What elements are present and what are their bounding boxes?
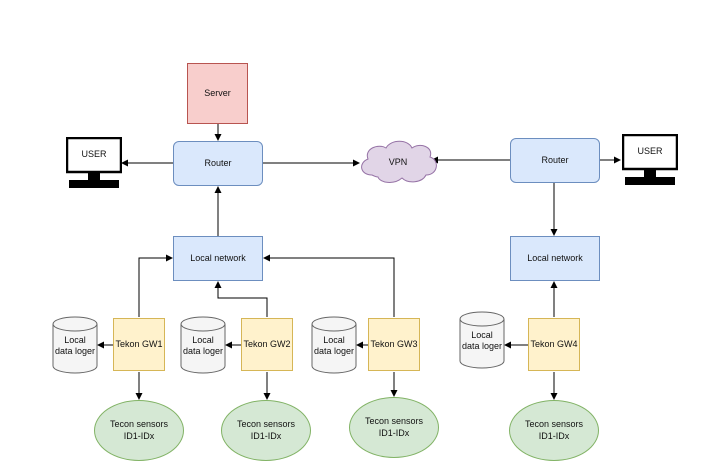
user-left-label: USER bbox=[81, 149, 107, 159]
data-logger-4: Local data loger bbox=[459, 311, 505, 369]
sensors-3-label: Tecon sensors ID1-IDx bbox=[364, 416, 424, 438]
monitor-icon bbox=[65, 136, 123, 188]
router-left: Router bbox=[173, 141, 263, 186]
data-logger-2: Local data loger bbox=[180, 316, 226, 374]
edge-gw1-lan bbox=[138, 254, 173, 317]
cylinder-icon bbox=[52, 316, 98, 374]
local-network-right: Local network bbox=[510, 236, 600, 281]
sensors-4-label: Tecon sensors ID1-IDx bbox=[524, 419, 584, 441]
data-logger-4-label: Local data loger bbox=[461, 330, 503, 352]
user-right-monitor: USER bbox=[621, 133, 679, 187]
router-left-label: Router bbox=[204, 157, 232, 168]
sensors-1: Tecon sensors ID1-IDx bbox=[94, 400, 184, 461]
cloud-icon bbox=[361, 140, 437, 183]
gateway-gw2: Tekon GW2 bbox=[241, 318, 293, 371]
data-logger-2-label: Local data loger bbox=[182, 335, 224, 357]
data-logger-1: Local data loger bbox=[52, 316, 98, 374]
data-logger-1-label: Local data loger bbox=[54, 335, 96, 357]
gateway-gw4-label: Tekon GW4 bbox=[530, 338, 578, 349]
gateway-gw3: Tekon GW3 bbox=[368, 318, 420, 371]
gateway-gw3-label: Tekon GW3 bbox=[370, 338, 418, 349]
sensors-4: Tecon sensors ID1-IDx bbox=[509, 400, 599, 461]
cylinder-icon bbox=[459, 311, 505, 369]
local-network-right-label: Local network bbox=[527, 252, 583, 263]
sensors-1-label: Tecon sensors ID1-IDx bbox=[109, 419, 169, 441]
sensors-3: Tecon sensors ID1-IDx bbox=[349, 397, 439, 458]
user-right-label: USER bbox=[637, 146, 663, 156]
local-network-left-label: Local network bbox=[190, 252, 246, 263]
vpn-label: VPN bbox=[388, 157, 408, 167]
gateway-gw4: Tekon GW4 bbox=[528, 318, 580, 371]
cylinder-icon bbox=[311, 316, 357, 374]
edge-gw2-lan bbox=[214, 281, 268, 317]
monitor-icon bbox=[621, 133, 679, 185]
gateway-gw2-label: Tekon GW2 bbox=[243, 338, 291, 349]
vpn-cloud: VPN bbox=[356, 137, 440, 187]
user-left-monitor: USER bbox=[65, 136, 123, 190]
router-right-label: Router bbox=[541, 154, 569, 165]
server-box: Server bbox=[187, 63, 248, 124]
cylinder-icon bbox=[180, 316, 226, 374]
gateway-gw1-label: Tekon GW1 bbox=[115, 338, 163, 349]
data-logger-3: Local data loger bbox=[311, 316, 357, 374]
data-logger-3-label: Local data loger bbox=[313, 335, 355, 357]
gateway-gw1: Tekon GW1 bbox=[113, 318, 165, 371]
server-label: Server bbox=[204, 87, 231, 98]
router-right: Router bbox=[510, 138, 600, 183]
sensors-2: Tecon sensors ID1-IDx bbox=[221, 400, 311, 461]
local-network-left: Local network bbox=[173, 236, 263, 281]
sensors-2-label: Tecon sensors ID1-IDx bbox=[236, 419, 296, 441]
edge-gw3-lan bbox=[263, 254, 395, 317]
